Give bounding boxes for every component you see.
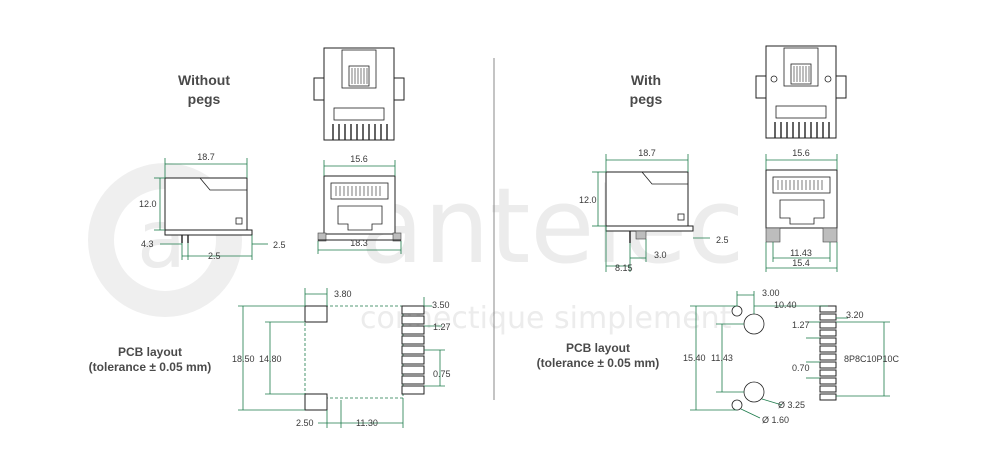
dim-pcb-without-b2: 11.30 <box>356 418 378 428</box>
side-body <box>605 171 689 227</box>
dim-front-with-peg-span: 11.43 <box>790 248 812 258</box>
front-peg-right <box>822 227 838 243</box>
dim-side-with-peg-span: 3.0 <box>654 250 667 260</box>
dim-side-with-right-offset: 2.5 <box>716 235 729 245</box>
dim-side-right-offset: 2.5 <box>273 240 286 250</box>
side-peg <box>635 230 647 240</box>
front-port-opening <box>337 205 383 231</box>
pcb-pad-bottom <box>304 393 328 411</box>
dim-pcb-with-d3: 3.20 <box>846 310 864 320</box>
front-view-without: 15.6 18.3 <box>317 154 402 254</box>
pcb-hole-small-bottom <box>731 399 743 411</box>
top-view-without <box>313 47 405 141</box>
pcb-pad-top <box>304 305 328 323</box>
front-body <box>323 175 396 235</box>
dim-side-pin-pitch: 2.5 <box>208 251 221 261</box>
pcb-label-without-line1: PCB layout <box>118 345 182 359</box>
connector-ear-right <box>393 77 405 101</box>
heading-without-line1: Without <box>178 72 230 88</box>
connector-port-window <box>348 65 370 87</box>
dim-front-with-width-bottom: 15.4 <box>792 258 810 268</box>
connector-ear-left <box>313 77 325 101</box>
dim-side-width: 18.7 <box>197 152 215 162</box>
heading-without-line2: pegs <box>188 91 221 107</box>
variant-with-pegs: With pegs <box>537 45 900 425</box>
variant-without-pegs: Without pegs <box>89 47 451 428</box>
dim-side-left-offset: 4.3 <box>141 239 154 249</box>
dim-pcb-with-h1: 15.40 <box>683 353 706 363</box>
pcb-layout-without: PCB layout (tolerance ± 0.05 mm) 3.80 3.… <box>89 288 451 428</box>
dim-front-width-bottom: 18.3 <box>350 238 368 248</box>
top-view-with <box>755 45 847 139</box>
dim-pcb-without-d4: 0.75 <box>433 369 451 379</box>
dim-side-with-width: 18.7 <box>638 148 656 158</box>
pcb-label-with-line1: PCB layout <box>566 341 630 355</box>
dim-pcb-with-d4: 1.27 <box>792 320 810 330</box>
side-view-with: 18.7 12.0 8.15 3.0 2.5 <box>579 148 729 273</box>
dim-front-with-width-top: 15.6 <box>792 148 810 158</box>
dim-pcb-without-h1: 18.50 <box>232 354 255 364</box>
dim-front-width-top: 15.6 <box>350 154 368 164</box>
dim-pcb-without-b1: 2.50 <box>296 418 314 428</box>
connector-contact-strip <box>333 107 385 121</box>
dim-pcb-with-h2: 11.43 <box>711 353 733 363</box>
pcb-label-without-line2: (tolerance ± 0.05 mm) <box>89 360 212 374</box>
front-body <box>765 169 838 229</box>
connector-port <box>341 49 377 89</box>
pcb-hole-large-bottom <box>743 381 765 403</box>
dim-pcb-without-d1: 3.80 <box>334 289 352 299</box>
heading-with-line2: pegs <box>630 91 663 107</box>
dim-pcb-with-hole-large: Ø 3.25 <box>778 400 805 410</box>
dim-pcb-with-d2: 10.40 <box>774 300 797 310</box>
dim-side-height: 12.0 <box>139 199 157 209</box>
dim-pcb-without-d2: 3.50 <box>432 300 450 310</box>
dim-pcb-without-h2: 14.80 <box>259 354 282 364</box>
front-peg-left <box>765 227 781 243</box>
pcb-hole-small-top <box>731 305 743 317</box>
pcb-hole-large-top <box>743 313 765 335</box>
dim-pcb-with-d5: 0.70 <box>792 363 810 373</box>
pcb-with-part-code: 8P8C10P10C <box>844 354 900 364</box>
pcb-layout-with: PCB layout (tolerance ± 0.05 mm) 3.00 10… <box>537 288 900 425</box>
dim-side-with-height: 12.0 <box>579 195 597 205</box>
dim-pcb-with-d1: 3.00 <box>762 288 780 298</box>
dim-pcb-with-hole-small: Ø 1.60 <box>762 415 789 425</box>
dim-side-with-peg-offset: 8.15 <box>615 263 633 273</box>
connector-body <box>323 47 395 141</box>
side-view-without: 18.7 12.0 4.3 2.5 2.5 <box>139 152 286 261</box>
side-base <box>164 229 253 236</box>
heading-with-line1: With <box>631 72 661 88</box>
connector-body <box>765 45 837 139</box>
front-view-with: 15.6 11.43 15.4 <box>765 148 838 272</box>
pcb-label-with-line2: (tolerance ± 0.05 mm) <box>537 356 660 370</box>
dim-pcb-without-d3: 1.27 <box>433 322 451 332</box>
